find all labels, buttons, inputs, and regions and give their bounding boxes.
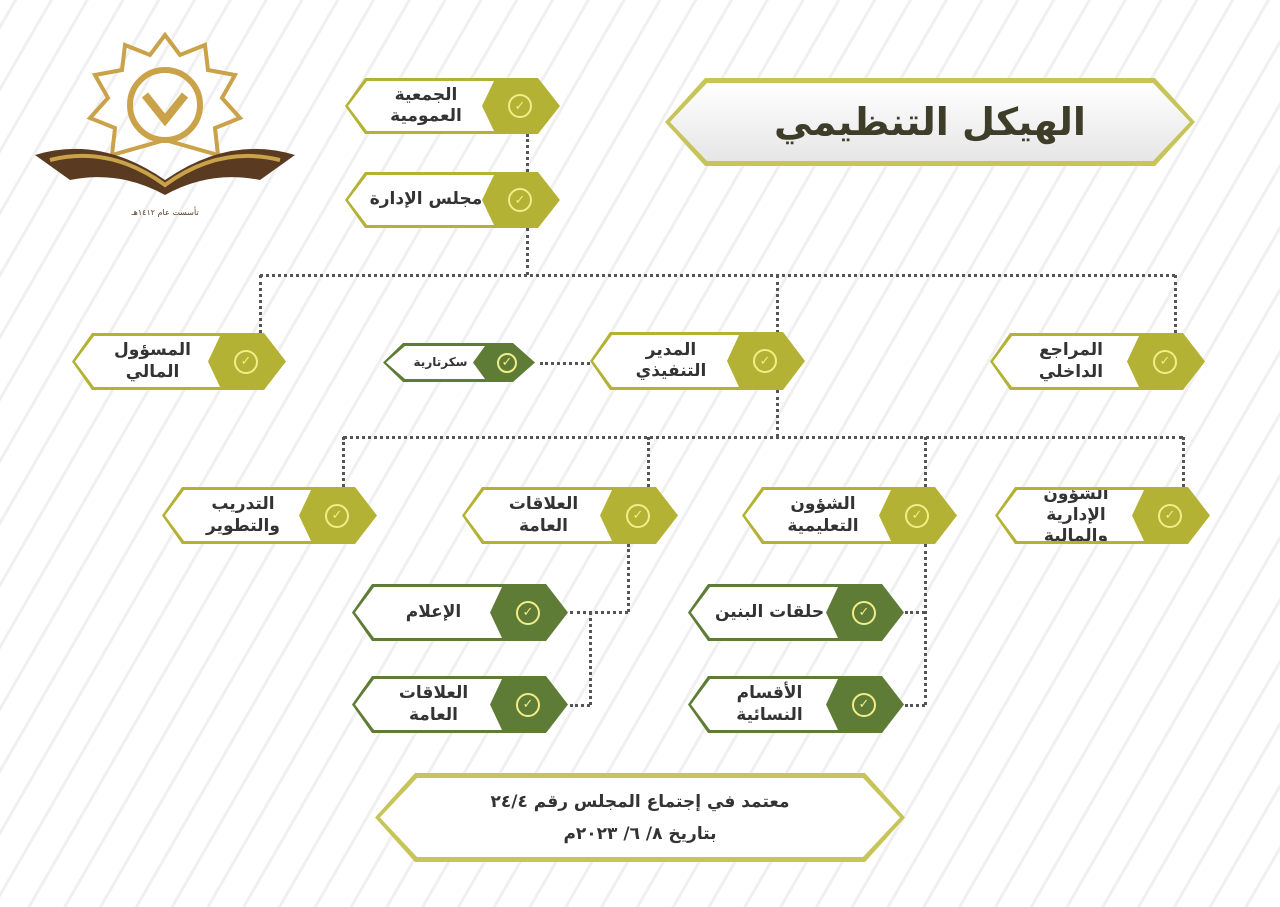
association-logo: تأسست عام ١٤١٢هـ: [35, 31, 295, 217]
check-circle-icon: ✓: [626, 504, 650, 528]
title-banner: الهيكل التنظيمي: [665, 78, 1195, 166]
check-circle-icon: ✓: [516, 601, 540, 625]
check-circle-icon: ✓: [852, 601, 876, 625]
check-circle-icon: ✓: [1153, 350, 1177, 374]
connector: [343, 436, 1183, 439]
node-public-relations[interactable]: العلاقات العامة ✓: [462, 487, 678, 544]
node-label: سكرتارية: [386, 346, 485, 379]
connector: [924, 437, 927, 487]
node-admin-financial-affairs[interactable]: الشؤون الإدارية والمالية ✓: [995, 487, 1210, 544]
approval-date: بتاريخ ٨/ ٦/ ٢٠٢٣م: [563, 823, 717, 844]
connector: [776, 390, 779, 437]
node-general-assembly[interactable]: الجمعية العمومية ✓: [345, 78, 560, 134]
connector: [647, 437, 650, 487]
connector: [1174, 275, 1177, 333]
node-boys-circles[interactable]: حلقات البنين ✓: [688, 584, 904, 641]
connector: [540, 362, 590, 365]
node-women-sections[interactable]: الأقسام النسائية ✓: [688, 676, 904, 733]
connector: [342, 437, 345, 487]
connector: [570, 704, 590, 707]
node-label: الجمعية العمومية: [348, 81, 494, 131]
check-circle-icon: ✓: [508, 94, 532, 118]
check-circle-icon: ✓: [905, 504, 929, 528]
node-label: المدير التنفيذي: [593, 335, 739, 387]
node-public-relations-2[interactable]: العلاقات العامة ✓: [352, 676, 568, 733]
node-secretary[interactable]: سكرتارية ✓: [383, 343, 535, 382]
node-financial-officer[interactable]: المسؤول المالي ✓: [72, 333, 286, 390]
check-circle-icon: ✓: [497, 353, 517, 373]
node-internal-auditor[interactable]: المراجع الداخلي ✓: [990, 333, 1205, 390]
connector: [526, 134, 529, 172]
connector: [259, 275, 262, 333]
approval-text: معتمد في إجتماع المجلس رقم ٢٤/٤: [490, 791, 790, 812]
svg-text:تأسست عام ١٤١٢هـ: تأسست عام ١٤١٢هـ: [130, 206, 198, 217]
page-title: الهيكل التنظيمي: [774, 100, 1086, 144]
connector: [776, 275, 779, 333]
check-circle-icon: ✓: [325, 504, 349, 528]
connector: [627, 544, 630, 612]
node-label: التدريب والتطوير: [165, 490, 311, 541]
node-label: الشؤون التعليمية: [745, 490, 891, 541]
node-educational-affairs[interactable]: الشؤون التعليمية ✓: [742, 487, 957, 544]
node-label: المسؤول المالي: [75, 336, 220, 387]
connector: [526, 228, 529, 275]
node-media[interactable]: الإعلام ✓: [352, 584, 568, 641]
node-label: العلاقات العامة: [355, 679, 502, 730]
connector: [1182, 437, 1185, 487]
connector: [570, 611, 628, 614]
connector: [589, 612, 592, 705]
connector: [260, 274, 1175, 277]
connector: [905, 611, 925, 614]
connector: [905, 704, 925, 707]
node-executive-director[interactable]: المدير التنفيذي ✓: [590, 332, 805, 390]
node-label: العلاقات العامة: [465, 490, 612, 541]
node-label: المراجع الداخلي: [993, 336, 1139, 387]
check-circle-icon: ✓: [234, 350, 258, 374]
footer-banner: معتمد في إجتماع المجلس رقم ٢٤/٤ بتاريخ ٨…: [375, 773, 905, 862]
check-circle-icon: ✓: [852, 693, 876, 717]
check-circle-icon: ✓: [1158, 504, 1182, 528]
check-circle-icon: ✓: [753, 349, 777, 373]
node-label: مجلس الإدارة: [348, 175, 494, 225]
node-label: الإعلام: [355, 587, 502, 638]
node-label: الأقسام النسائية: [691, 679, 838, 730]
check-circle-icon: ✓: [508, 188, 532, 212]
node-label: حلقات البنين: [691, 587, 838, 638]
node-label: الشؤون الإدارية والمالية: [998, 490, 1144, 541]
connector: [924, 544, 927, 705]
check-circle-icon: ✓: [516, 693, 540, 717]
node-board[interactable]: مجلس الإدارة ✓: [345, 172, 560, 228]
node-training[interactable]: التدريب والتطوير ✓: [162, 487, 377, 544]
